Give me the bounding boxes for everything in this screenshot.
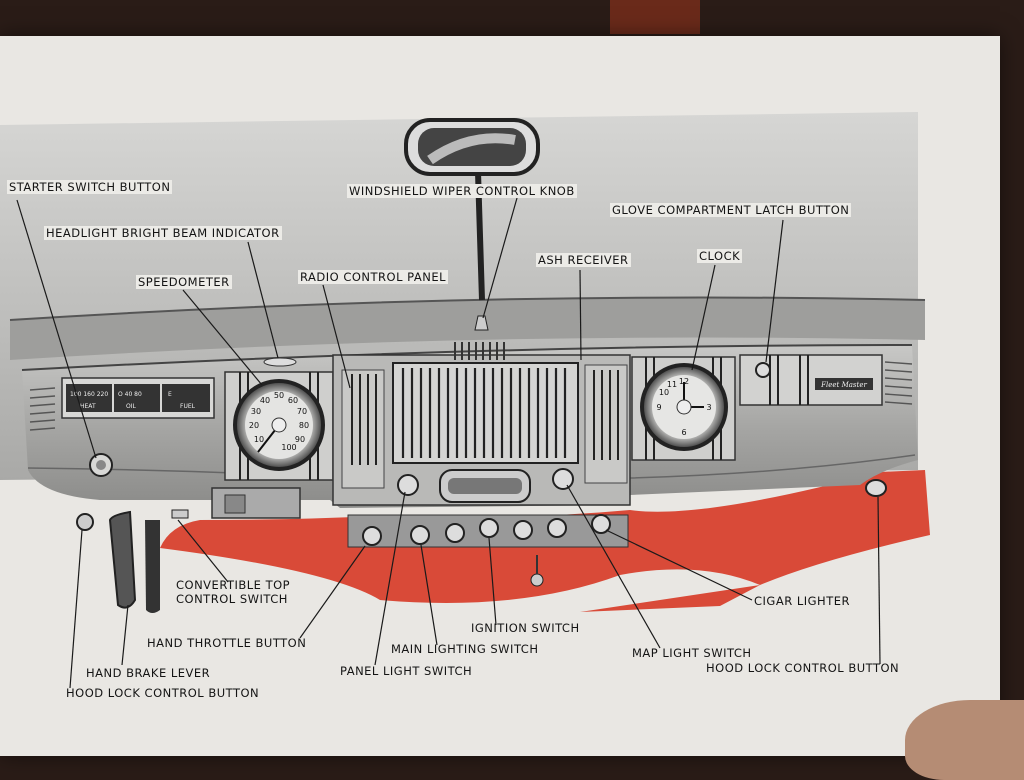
cigar-lighter[interactable] xyxy=(591,514,611,534)
label-hand-brake-lever: HAND BRAKE LEVER xyxy=(86,666,211,680)
label-main-lighting-switch: MAIN LIGHTING SWITCH xyxy=(391,642,539,656)
right-vent xyxy=(884,361,913,405)
gauge-label: HEAT xyxy=(80,403,96,410)
clock-numeral: 12 xyxy=(679,377,689,386)
speedometer-numeral: 10 xyxy=(254,435,264,444)
windshield-frame xyxy=(10,297,925,360)
label-windshield-wiper-control-knob: WINDSHIELD WIPER CONTROL KNOB xyxy=(347,184,577,198)
clock-numeral: 6 xyxy=(681,428,686,437)
speedometer-numeral: 40 xyxy=(260,396,270,405)
knob[interactable] xyxy=(513,520,533,540)
clock-numeral: 3 xyxy=(706,403,711,412)
radio-knob-left[interactable] xyxy=(397,474,419,496)
gauge-label: 100 160 220 xyxy=(70,391,108,398)
speedometer-numeral: 80 xyxy=(299,421,309,430)
ignition-key[interactable] xyxy=(530,573,544,587)
glovebox-badge-text: Fleet Master xyxy=(820,381,867,389)
speedometer-numeral: 70 xyxy=(297,407,307,416)
panel-light-switch[interactable] xyxy=(362,526,382,546)
knob[interactable] xyxy=(445,523,465,543)
gauge-label: OIL xyxy=(126,403,136,410)
label-map-light-switch: MAP LIGHT SWITCH xyxy=(632,646,752,660)
left-vent xyxy=(29,387,56,431)
speedometer-numeral: 30 xyxy=(251,407,261,416)
clock-numeral: 9 xyxy=(656,403,661,412)
hood-lock-control-button-left[interactable] xyxy=(76,513,94,531)
label-hood-lock-control-button-left: HOOD LOCK CONTROL BUTTON xyxy=(66,686,260,700)
speedometer-numeral: 90 xyxy=(295,435,305,444)
label-convertible-top-line1: CONVERTIBLE TOP xyxy=(176,578,291,592)
label-panel-light-switch: PANEL LIGHT SWITCH xyxy=(340,664,473,678)
glovebox-badge xyxy=(815,378,873,390)
speedometer-numeral: 50 xyxy=(274,391,284,400)
label-hand-throttle-button: HAND THROTTLE BUTTON xyxy=(147,636,307,650)
gauge-label: O 40 80 xyxy=(118,391,142,398)
convertible-top-control-switch[interactable] xyxy=(171,509,189,519)
radio-knob-right[interactable] xyxy=(552,468,574,490)
ignition-switch[interactable] xyxy=(479,518,499,538)
label-clock: CLOCK xyxy=(697,249,743,263)
label-ignition-switch: IGNITION SWITCH xyxy=(471,621,580,635)
leader-lines xyxy=(16,197,881,689)
defroster-vent xyxy=(454,342,505,360)
label-hood-lock-control-button-right: HOOD LOCK CONTROL BUTTON xyxy=(706,661,900,675)
label-glove-compartment-latch-button: GLOVE COMPARTMENT LATCH BUTTON xyxy=(610,203,852,217)
main-lighting-switch[interactable] xyxy=(410,525,430,545)
hood-lock-control-button-right[interactable] xyxy=(865,479,887,497)
gauge-label: FUEL xyxy=(180,403,196,410)
clock-numeral: 11 xyxy=(667,380,677,389)
thumb xyxy=(905,700,1024,780)
headlight-bright-beam-indicator xyxy=(263,357,297,367)
label-starter-switch-button: STARTER SWITCH BUTTON xyxy=(7,180,173,194)
glove-compartment-latch-button[interactable] xyxy=(755,362,771,378)
clock-numeral: 10 xyxy=(659,388,669,397)
label-headlight-bright-beam-indicator: HEADLIGHT BRIGHT BEAM INDICATOR xyxy=(44,226,282,240)
label-radio-control-panel: RADIO CONTROL PANEL xyxy=(298,270,449,284)
speedometer-numeral: 60 xyxy=(288,396,298,405)
map-light-switch[interactable] xyxy=(547,518,567,538)
label-ash-receiver: ASH RECEIVER xyxy=(536,253,631,267)
speedometer-numeral: 20 xyxy=(249,421,259,430)
label-cigar-lighter: CIGAR LIGHTER xyxy=(754,594,850,608)
hand-brake-lever[interactable] xyxy=(108,510,137,609)
label-convertible-top-line2: CONTROL SWITCH xyxy=(176,592,288,606)
background-object xyxy=(610,0,700,34)
label-speedometer: SPEEDOMETER xyxy=(136,275,232,289)
windshield-wiper-control-knob[interactable] xyxy=(474,315,489,331)
speedometer-numeral: 100 xyxy=(281,443,296,452)
gauge-label: E xyxy=(168,391,172,398)
